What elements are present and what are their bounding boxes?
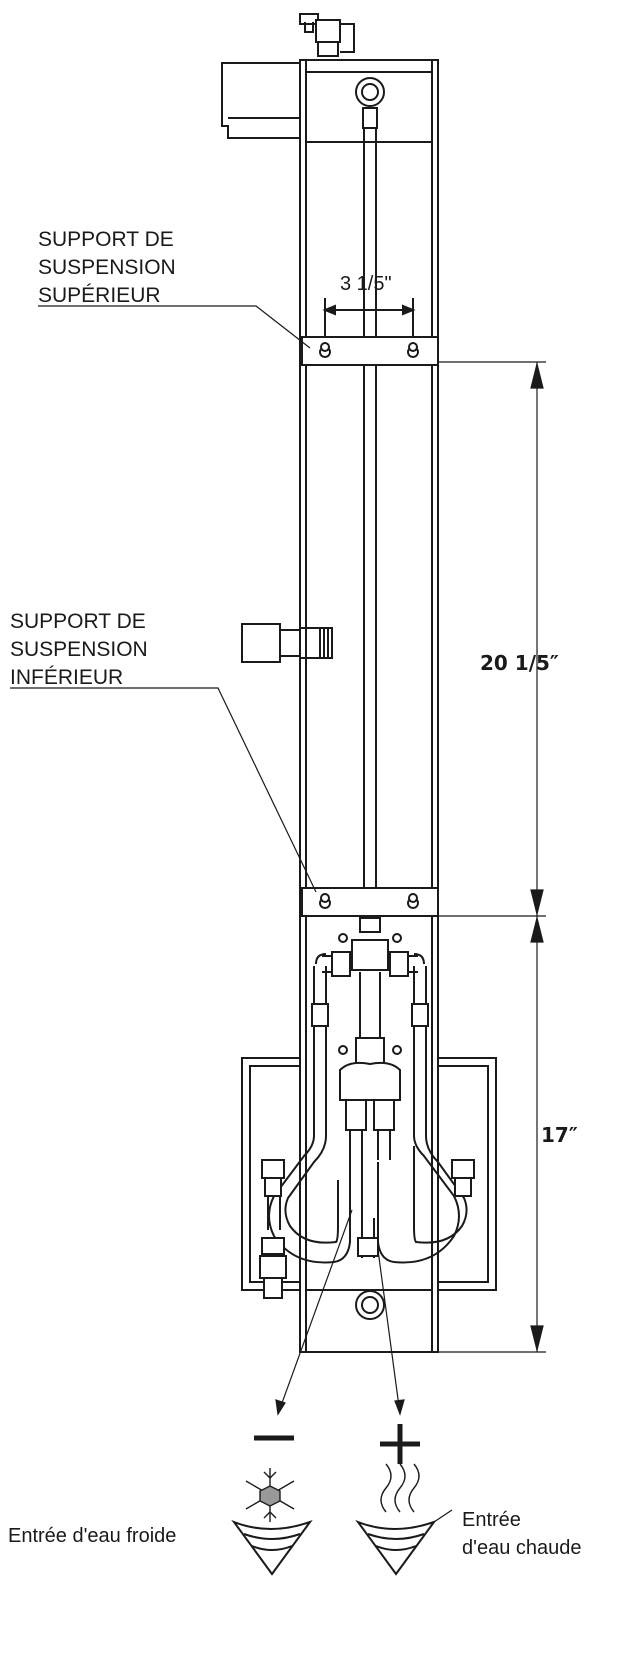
hot-inlet-line1: Entrée — [462, 1509, 521, 1531]
inlet-arrows — [275, 1209, 405, 1416]
steam-icon — [380, 1463, 420, 1513]
lower-support-line2: SUSPENSION — [10, 638, 148, 661]
cold-inlet-symbol — [231, 1435, 313, 1576]
panel-body — [299, 59, 439, 1353]
upper-label-leader — [38, 305, 311, 349]
lower-support-label: SUPPORT DE SUSPENSION INFÉRIEUR — [10, 610, 148, 689]
hot-inlet-line2: d'eau chaude — [462, 1537, 581, 1559]
upper-support-line2: SUSPENSION — [38, 256, 176, 279]
cold-inlet-label: Entrée d'eau froide — [8, 1525, 176, 1547]
plus-icon — [380, 1424, 420, 1464]
side-fitting — [241, 623, 333, 663]
hot-inlet-symbol — [355, 1424, 453, 1576]
snowflake-icon — [245, 1468, 295, 1522]
bottom-connector — [355, 1290, 385, 1320]
lower-span-label: 17″ — [541, 1123, 578, 1147]
central-pipe — [363, 370, 377, 915]
lower-support-line1: SUPPORT DE — [10, 610, 146, 633]
top-valve-handle — [299, 13, 355, 57]
upper-support-bracket — [301, 336, 439, 366]
upper-support-label: SUPPORT DE SUSPENSION SUPÉRIEUR — [38, 228, 176, 307]
height-dimensions — [438, 361, 546, 1353]
lower-label-leader — [10, 687, 317, 893]
upper-support-line3: SUPÉRIEUR — [38, 284, 161, 307]
lower-support-bracket — [301, 887, 439, 917]
cold-basin — [231, 1519, 313, 1576]
upper-support-line1: SUPPORT DE — [38, 228, 174, 251]
side-control-box — [221, 62, 301, 139]
upper-span-label: 20 1/5″ — [480, 651, 559, 675]
hot-basin — [355, 1519, 437, 1576]
lower-support-line3: INFÉRIEUR — [10, 666, 123, 689]
plumbing-manifold — [259, 917, 475, 1299]
bracket-spacing-label: 3 1/5" — [340, 273, 392, 295]
bracket-spacing-dimension — [322, 298, 416, 336]
